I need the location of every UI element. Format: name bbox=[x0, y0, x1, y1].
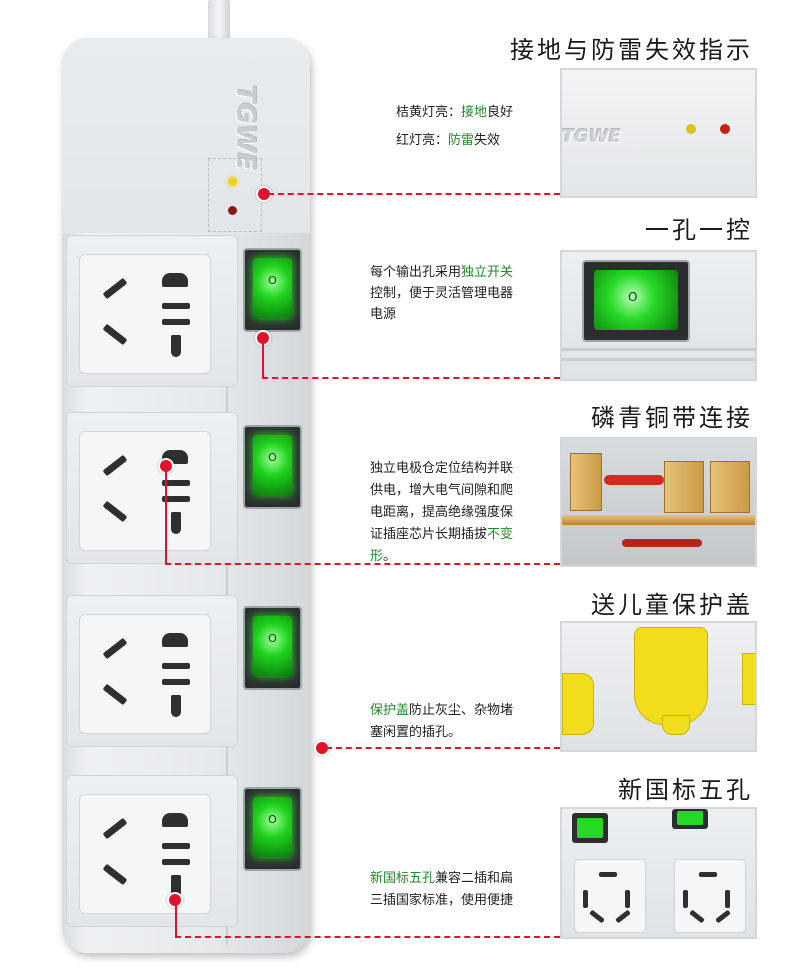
socket-module-4 bbox=[66, 775, 238, 927]
rocker-switch-4[interactable]: O bbox=[243, 787, 302, 871]
socket-module-1 bbox=[66, 235, 238, 387]
callout-line-indicator bbox=[268, 193, 560, 195]
socket-module-3 bbox=[66, 595, 238, 747]
section-title-fivehole: 新国标五孔 bbox=[618, 776, 753, 804]
section-desc-fivehole: 新国标五孔兼容二插和扁 三插国家标准，使用便捷 bbox=[370, 871, 514, 908]
red-led-icon bbox=[720, 124, 730, 134]
yellow-led-icon bbox=[228, 177, 237, 186]
five-hole-outlet[interactable] bbox=[79, 254, 211, 374]
brand-logo: TGWE bbox=[230, 85, 260, 171]
rocker-switch-2[interactable]: O bbox=[243, 425, 302, 509]
five-hole-outlet[interactable] bbox=[79, 794, 211, 914]
section-title-cover: 送儿童保护盖 bbox=[591, 591, 753, 619]
yellow-led-icon bbox=[686, 124, 696, 134]
section-title-indicator: 接地与防雷失效指示 bbox=[510, 36, 753, 64]
section-desc-indicator: 桔黄灯亮：接地良好 红灯亮：防雷失效 bbox=[396, 105, 514, 148]
photo-five-hole-outlet bbox=[560, 807, 757, 939]
callout-line-cover bbox=[326, 747, 560, 749]
callout-line-fivehole-v bbox=[175, 904, 177, 937]
rocker-switch-1[interactable]: O bbox=[243, 248, 302, 332]
callout-line-switch bbox=[262, 377, 560, 379]
section-desc-copper: 独立电极仓定位结构并联 供电，增大电气间隙和爬 电距离，提高绝缘强度保 证插座芯… bbox=[370, 461, 514, 564]
callout-line-copper-v bbox=[165, 470, 167, 564]
rocker-switch-3[interactable]: O bbox=[243, 606, 302, 690]
section-title-copper: 磷青铜带连接 bbox=[591, 404, 753, 432]
section-desc-switch: 每个输出孔采用独立开关 控制，便于灵活管理电器 电源 bbox=[370, 265, 514, 322]
section-desc-cover: 保护盖防止灰尘、杂物堵 塞闲置的插孔。 bbox=[370, 703, 514, 740]
five-hole-outlet[interactable] bbox=[79, 614, 211, 734]
photo-child-cover bbox=[560, 621, 757, 752]
photo-copper-strip bbox=[560, 437, 757, 567]
red-led-icon bbox=[228, 206, 237, 215]
socket-module-2 bbox=[66, 412, 238, 564]
five-hole-outlet[interactable] bbox=[79, 431, 211, 551]
callout-line-switch-v bbox=[262, 342, 264, 378]
brand-logo-photo: TGWE bbox=[562, 126, 622, 147]
power-cord bbox=[208, 0, 230, 44]
photo-indicator-leds: TGWE bbox=[560, 68, 757, 198]
indicator-led-panel bbox=[208, 158, 262, 232]
photo-switch-closeup: O bbox=[560, 250, 757, 381]
callout-line-fivehole bbox=[175, 936, 560, 938]
callout-line-copper bbox=[165, 563, 560, 565]
section-title-switch: 一孔一控 bbox=[645, 216, 753, 244]
power-strip-head bbox=[62, 38, 310, 233]
switch-mark-photo: O bbox=[628, 290, 638, 304]
